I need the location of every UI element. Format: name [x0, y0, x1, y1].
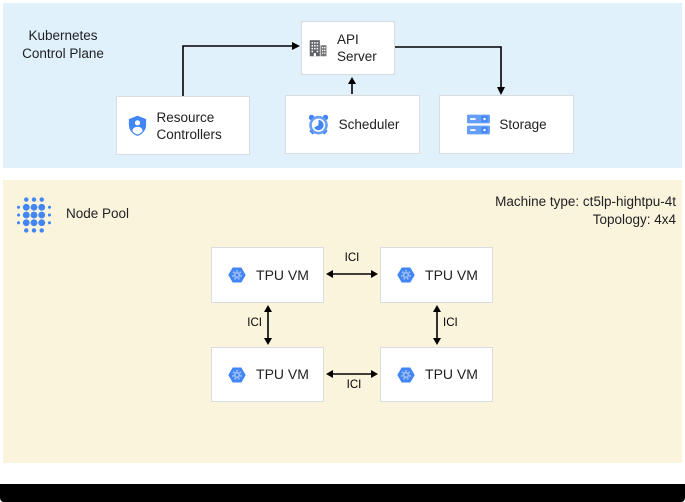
resource-controllers-label: Resource Controllers [156, 109, 222, 142]
scheduler-label: Scheduler [338, 117, 400, 132]
machine-type-text: Machine type: ct5lp-hightpu-4t [495, 194, 676, 209]
ici-label-bottom: ICI [346, 379, 362, 391]
hexagon-gear-icon [228, 366, 246, 383]
node-pool-panel [3, 180, 682, 463]
tpu-vm-label: TPU VM [425, 366, 478, 382]
storage-label: Storage [499, 117, 547, 132]
machine-info: Machine type: ct5lp-hightpu-4t Topology:… [495, 193, 676, 229]
storage-box: Storage [439, 95, 574, 154]
ici-label-left: ICI [247, 317, 262, 329]
topology-text: Topology: 4x4 [592, 212, 676, 227]
server-stack-icon [467, 114, 491, 135]
tpu-vm-box-bottom-right: TPU VM [380, 347, 493, 402]
api-server-label: API Server [337, 32, 377, 64]
tpu-vm-box-top-right: TPU VM [380, 247, 493, 303]
hexagon-gear-icon [397, 366, 415, 383]
hexagon-gear-icon [228, 267, 246, 283]
control-plane-label: Kubernetes Control Plane [22, 28, 104, 61]
api-server-box: API Server [301, 21, 395, 75]
tpu-vm-label: TPU VM [256, 366, 309, 382]
hexagon-gear-icon [397, 267, 415, 283]
tpu-vm-label: TPU VM [425, 266, 478, 283]
tpu-vm-label: TPU VM [256, 266, 309, 283]
window-bottom-bar [0, 484, 685, 502]
resource-controllers-box: Resource Controllers [116, 96, 250, 155]
tpu-vm-box-bottom-left: TPU VM [211, 347, 324, 402]
node-pool-label: Node Pool [66, 206, 130, 221]
building-icon [309, 40, 327, 57]
shield-user-icon [128, 115, 146, 136]
dot-grid-icon [16, 197, 52, 233]
ici-label-right: ICI [443, 317, 458, 329]
alarm-clock-icon [308, 114, 328, 135]
scheduler-box: Scheduler [285, 95, 420, 154]
tpu-vm-box-top-left: TPU VM [211, 247, 324, 303]
ici-label-top: ICI [344, 252, 360, 264]
